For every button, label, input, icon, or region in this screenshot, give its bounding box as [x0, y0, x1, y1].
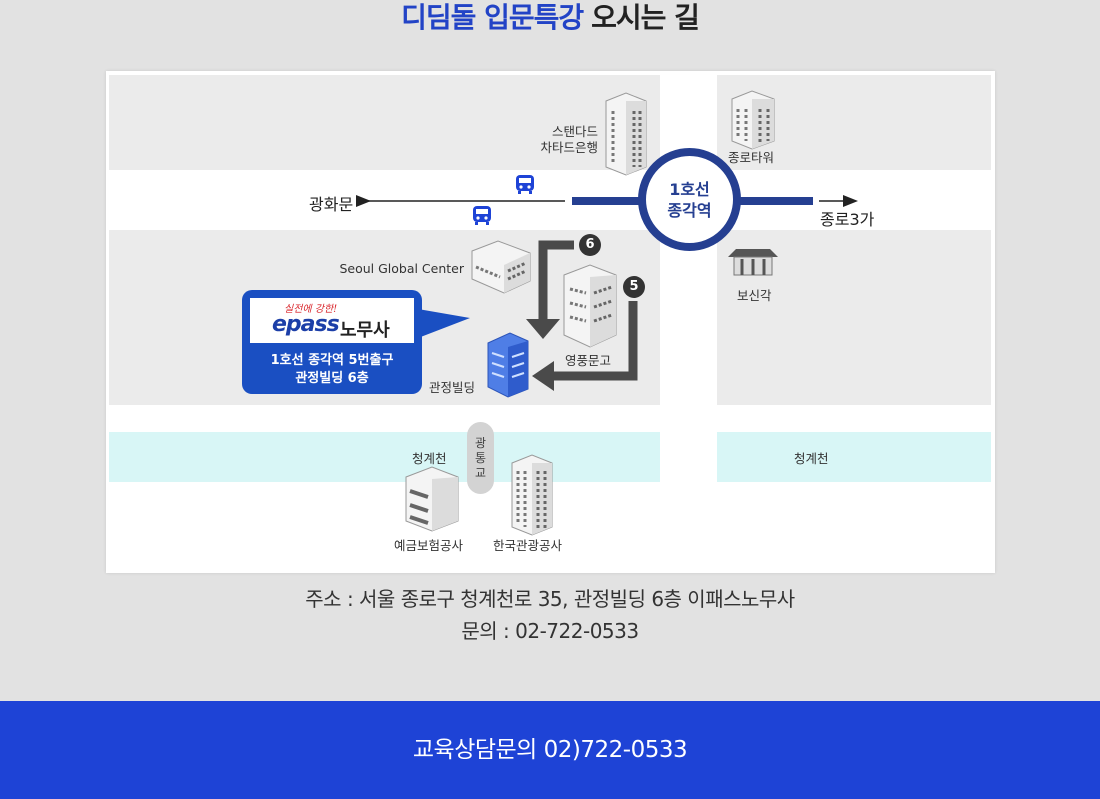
label-gwanghwamun: 광화문: [309, 195, 354, 214]
label-standard-chartered-2: 차타드은행: [540, 140, 598, 155]
logo-nomusa-text: 노무사: [340, 320, 390, 341]
station-jonggak: 1호선 종각역: [638, 148, 741, 251]
callout-pointer: [418, 309, 470, 338]
building-standard-chartered: [605, 92, 647, 176]
bridge-char: 통: [474, 450, 487, 465]
building-gwanjeong: [487, 332, 529, 398]
building-kdic: [405, 466, 459, 532]
station-name: 종각역: [667, 200, 712, 220]
building-bosingak: [728, 249, 778, 276]
footer-text: 교육상담문의 02)722-0533: [412, 737, 688, 763]
exit-6-badge: 6: [579, 234, 601, 256]
location-callout: 실전에 강한! epass 노무사 1호선 종각역 5번출구 관정빌딩 6층: [242, 290, 422, 394]
phone-text: 문의 : 02-722-0533: [461, 619, 639, 643]
building-seoul-global-center: [471, 240, 531, 294]
subway-line-left: [572, 197, 642, 205]
route-exit5: [552, 301, 638, 381]
building-kto: [511, 454, 553, 536]
label-kto: 한국관광공사: [493, 538, 563, 553]
map-graphics: [356, 90, 858, 536]
stream-left-area: [109, 432, 660, 482]
epass-logo: 실전에 강한! epass 노무사: [250, 298, 414, 343]
callout-line-1: 1호선 종각역 5번출구: [270, 353, 394, 368]
bridge-char: 광: [474, 435, 487, 450]
title-rest: 오시는 길: [591, 1, 700, 34]
title-highlight: 디딤돌 입문특강: [401, 1, 584, 34]
bus-icon: [473, 206, 491, 225]
label-kdic: 예금보험공사: [394, 538, 464, 553]
logo-epass-text: epass: [272, 312, 340, 337]
stream-right-area: [717, 432, 991, 482]
label-youngpoong: 영풍문고: [565, 353, 612, 368]
route-exit6-head: [526, 319, 560, 339]
label-stream-left: 청계천: [412, 451, 447, 466]
label-seoul-global-center: Seoul Global Center: [339, 261, 464, 276]
label-stream-right: 청계천: [794, 451, 829, 466]
label-jongno-tower: 종로타워: [728, 150, 775, 165]
label-gwanjeong: 관정빌딩: [429, 380, 476, 395]
subway-line-right: [736, 197, 813, 205]
building-jongno-tower: [731, 90, 775, 150]
logo-tagline: 실전에 강한!: [284, 304, 338, 315]
location-map: 1호선 종각역 6 5 광화문 종로3가 스탠다드 차타드은행 종로타워 Seo…: [106, 71, 995, 573]
bridge-char: 교: [474, 465, 487, 480]
label-jongno3ga: 종로3가: [820, 210, 875, 229]
route-exit6: [538, 240, 574, 323]
address-text: 주소 : 서울 종로구 청계천로 35, 관정빌딩 6층 이패스노무사: [305, 587, 795, 611]
exit-5-badge: 5: [623, 276, 645, 298]
callout-line-2: 관정빌딩 6층: [295, 371, 369, 386]
station-line: 1호선: [669, 179, 710, 199]
label-standard-chartered-1: 스탠다드: [551, 124, 598, 139]
footer-banner[interactable]: 교육상담문의 02)722-0533: [0, 701, 1100, 799]
bus-icon: [516, 175, 534, 194]
building-youngpoong: [563, 264, 617, 348]
label-bosingak: 보신각: [737, 288, 772, 303]
block-top-left: [109, 75, 660, 170]
route-exit5-head: [532, 361, 554, 391]
bridge-gwangtong: 광 통 교: [467, 422, 494, 494]
